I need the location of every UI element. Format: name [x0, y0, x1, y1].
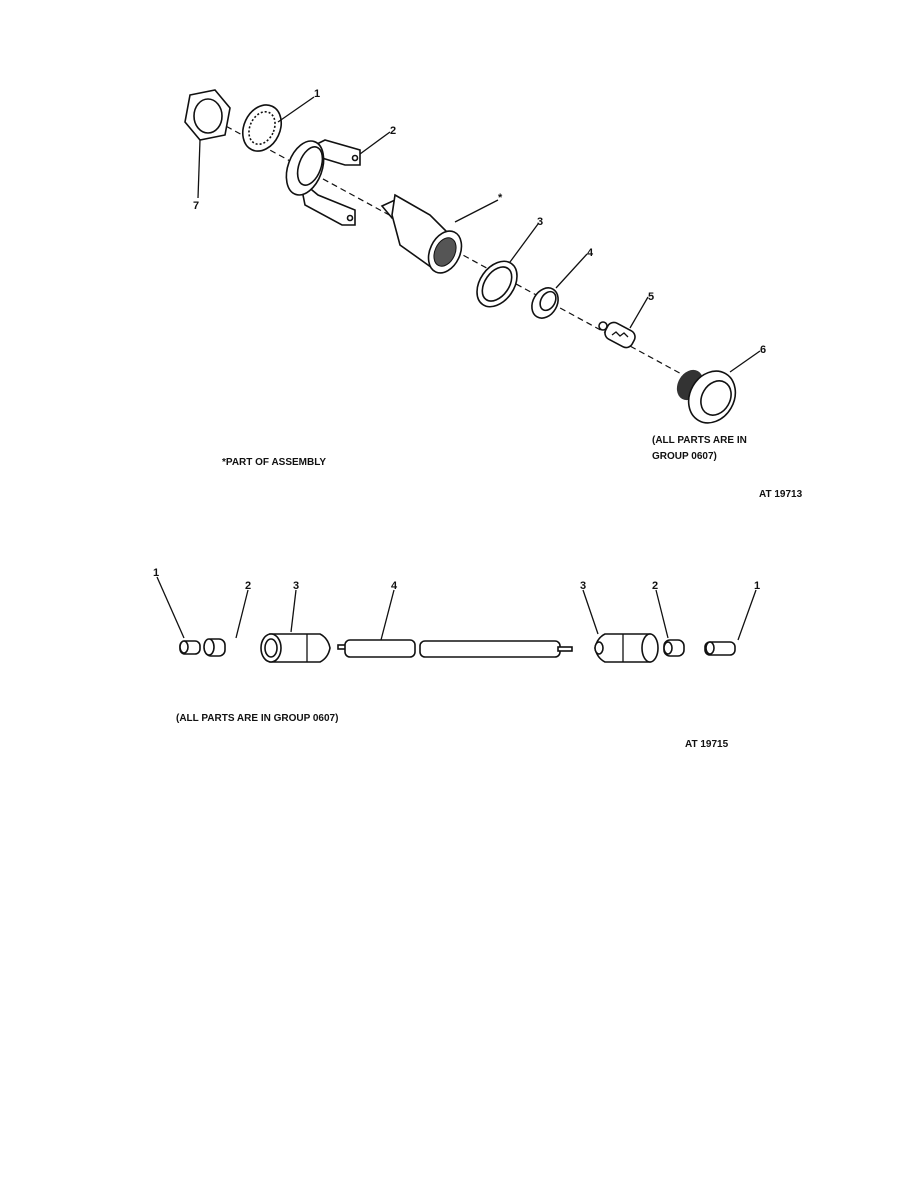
callout-3-right: 3: [580, 580, 586, 592]
part-nut-3-left: [260, 633, 331, 663]
exploded-view-top: 1 2 7 * 3 4 5 6 *PART OF ASSEMBLY (ALL P…: [184, 88, 803, 500]
part-sleeve-2-left: [203, 638, 226, 657]
note-group: (ALL PARTS ARE IN GROUP 0607): [176, 713, 338, 724]
part-lens-6: [676, 369, 737, 424]
callout-3-left: 3: [293, 580, 299, 592]
callout-1-left: 1: [153, 567, 159, 579]
figure-id-top: AT 19713: [759, 489, 803, 500]
note-part-of-assembly: *PART OF ASSEMBLY: [222, 457, 326, 468]
part-cable-4: [337, 639, 573, 658]
callout-3: 3: [537, 216, 543, 228]
callout-5: 5: [648, 291, 654, 303]
callout-1-right: 1: [754, 580, 760, 592]
part-ring-3: [476, 260, 518, 308]
part-nut-3-right: [594, 633, 659, 663]
assembly-axis: [199, 111, 721, 396]
exploded-view-bottom: 1 2 3 4 3 2 1 (ALL PARTS ARE IN GROUP 06…: [153, 567, 760, 750]
part-terminal-1-right: [704, 641, 736, 656]
part-bulb-5: [598, 321, 636, 349]
part-sleeve-2-right: [663, 639, 685, 657]
note-group-line1: (ALL PARTS ARE IN: [652, 435, 747, 446]
callout-1: 1: [314, 88, 320, 100]
callout-7: 7: [193, 200, 199, 212]
callout-4: 4: [587, 247, 594, 259]
part-nut-7: [184, 89, 231, 141]
callout-2-right: 2: [652, 580, 658, 592]
callout-2: 2: [390, 125, 396, 137]
callout-4: 4: [391, 580, 398, 592]
part-socket-body: [380, 193, 463, 274]
note-group-line2: GROUP 0607): [652, 451, 717, 462]
part-washer-1: [241, 104, 283, 152]
callout-2-left: 2: [245, 580, 251, 592]
callout-star: *: [498, 192, 503, 204]
part-bracket-2: [285, 139, 361, 226]
part-ring-4: [531, 287, 559, 319]
callout-6: 6: [760, 344, 766, 356]
figure-id-bottom: AT 19715: [685, 739, 729, 750]
part-terminal-1-left: [179, 640, 201, 655]
